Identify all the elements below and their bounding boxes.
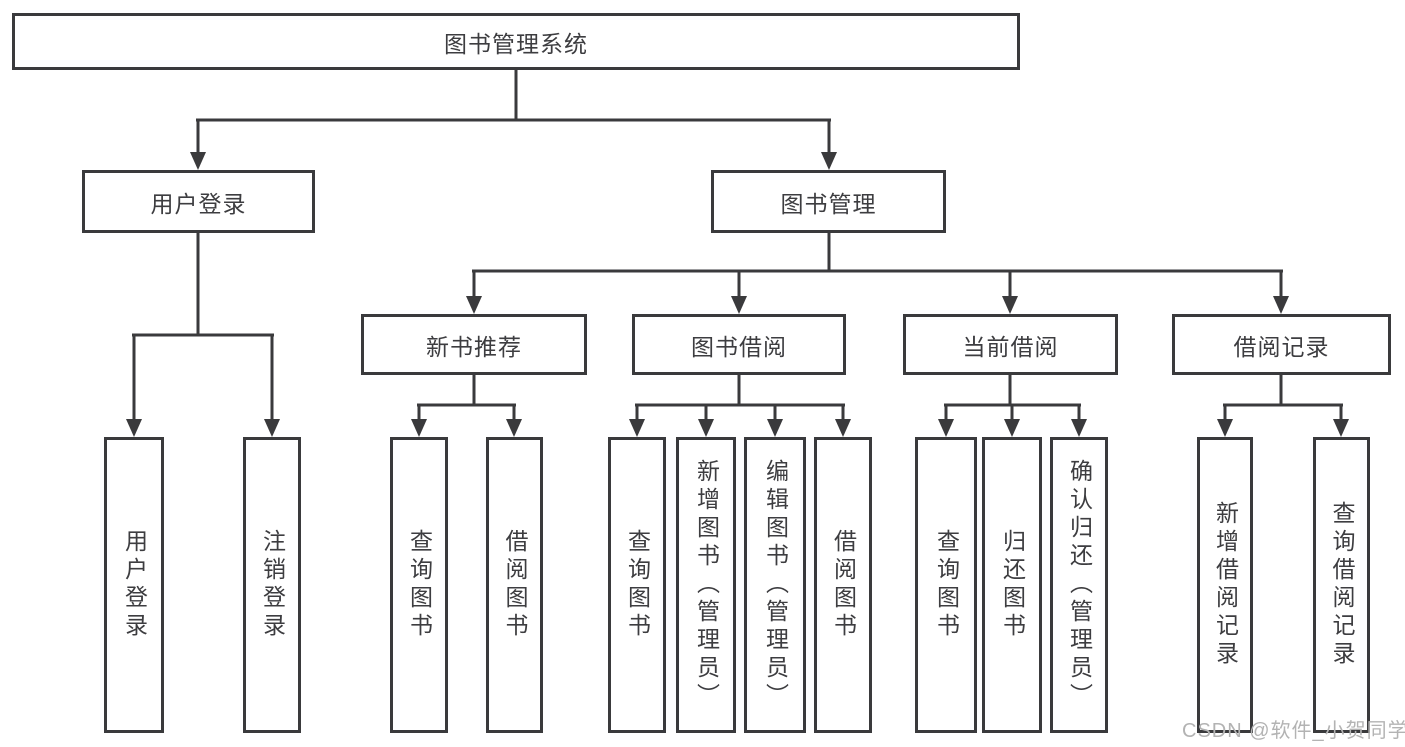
node-new-book-recommend: 新书推荐 [361,314,587,375]
node-borrow-records: 借阅记录 [1172,314,1391,375]
watermark: CSDN @软件_小贺同学 [1182,720,1405,742]
leaf-borrow-books: 借阅图书 [814,437,872,733]
node-root-label: 图书管理系统 [444,30,588,57]
node-book-borrow-label: 图书借阅 [691,333,787,360]
leaf-query-borrow-record: 查询借阅记录 [1313,437,1370,733]
leaf-user-login-label: 用户登录 [121,529,148,641]
node-new-book-recommend-label: 新书推荐 [426,333,522,360]
leaf-logout: 注销登录 [243,437,301,733]
leaf-current-query-books: 查询图书 [915,437,977,733]
leaf-recommend-query-books-label: 查询图书 [406,529,433,641]
node-root: 图书管理系统 [12,13,1020,70]
node-borrow-records-label: 借阅记录 [1233,333,1330,360]
leaf-add-borrow-record-label: 新增借阅记录 [1212,501,1239,669]
node-current-borrow-label: 当前借阅 [962,333,1059,360]
leaf-current-query-books-label: 查询图书 [933,529,960,641]
leaf-recommend-borrow-books: 借阅图书 [486,437,543,733]
leaf-user-login: 用户登录 [104,437,164,733]
leaf-return-books-label: 归还图书 [999,529,1026,641]
leaf-recommend-query-books: 查询图书 [390,437,448,733]
leaf-borrow-books-label: 借阅图书 [830,529,857,641]
leaf-recommend-borrow-books-label: 借阅图书 [502,529,528,641]
leaf-edit-books-admin-label: 编辑图书（管理员） [762,459,789,711]
leaf-add-books-admin-label: 新增图书（管理员） [693,459,720,711]
node-book-management: 图书管理 [711,170,946,233]
leaf-confirm-return-admin-label: 确认归还（管理员） [1066,459,1093,711]
node-current-borrow: 当前借阅 [903,314,1118,375]
leaf-confirm-return-admin: 确认归还（管理员） [1050,437,1108,733]
leaf-edit-books-admin: 编辑图书（管理员） [744,437,806,733]
leaf-borrow-query-books: 查询图书 [608,437,666,733]
leaf-logout-label: 注销登录 [259,529,286,641]
node-book-borrow: 图书借阅 [632,314,846,375]
node-book-management-label: 图书管理 [780,190,877,217]
node-user-login-label: 用户登录 [150,190,247,217]
leaf-add-books-admin: 新增图书（管理员） [676,437,736,733]
leaf-add-borrow-record: 新增借阅记录 [1197,437,1253,733]
node-user-login: 用户登录 [82,170,315,233]
leaf-query-borrow-record-label: 查询借阅记录 [1329,501,1355,669]
leaf-borrow-query-books-label: 查询图书 [624,529,651,641]
leaf-return-books: 归还图书 [982,437,1042,733]
